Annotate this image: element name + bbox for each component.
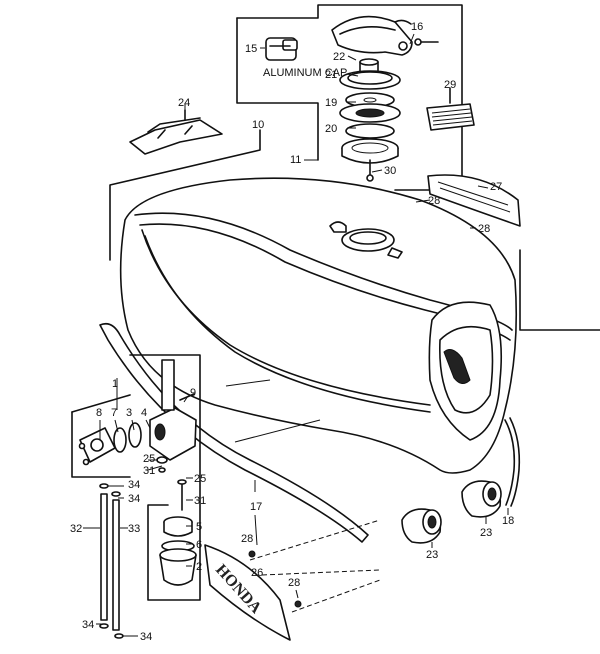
label-part-23b: 23: [480, 527, 492, 539]
label-part-33: 33: [128, 523, 140, 535]
label-part-16: 16: [411, 21, 423, 33]
label-part-19: 19: [325, 97, 337, 109]
label-part-24: 24: [178, 97, 190, 109]
label-part-22: 22: [333, 51, 345, 63]
label-part-21: 21: [325, 69, 337, 81]
label-part-2: 2: [196, 561, 202, 573]
label-part-6: 6: [196, 539, 202, 551]
label-part-28b: 28: [478, 223, 490, 235]
label-part-23a: 23: [426, 549, 438, 561]
filler-cap-assembly: [331, 15, 439, 182]
part-18-trim: [504, 417, 521, 507]
petcock-assembly: [78, 359, 197, 473]
label-part-20: 20: [325, 123, 337, 135]
label-part-28c: 28: [241, 533, 253, 545]
label-part-9: 9: [190, 387, 196, 399]
label-part-17: 17: [250, 501, 262, 513]
petcock-callout-box: [71, 354, 201, 601]
part-23-grommets: [401, 480, 502, 544]
fuel-lines: [99, 483, 124, 639]
label-part-34d: 34: [140, 631, 152, 643]
label-part-32: 32: [70, 523, 82, 535]
label-part-8: 8: [96, 407, 102, 419]
label-part-18: 18: [502, 515, 514, 527]
tank-callout-frame: [109, 129, 600, 331]
label-part-34c: 34: [82, 619, 94, 631]
part-27-emblem: [409, 174, 521, 232]
label-part-28d: 28: [288, 577, 300, 589]
label-part-29: 29: [444, 79, 456, 91]
label-part-26: 26: [251, 567, 263, 579]
label-part-28a: 28: [428, 195, 440, 207]
label-part-4: 4: [141, 407, 147, 419]
cap-caption: ALUMINUM CAP: [263, 67, 347, 79]
part-29-decal: [426, 87, 475, 131]
label-part-31a: 31: [143, 465, 155, 477]
label-part-3: 3: [126, 407, 132, 419]
part-15-cap: ALUMINUM CAP: [263, 37, 347, 79]
label-part-1: 1: [112, 378, 118, 390]
label-part-25a: 25: [143, 453, 155, 465]
label-part-15: 15: [245, 43, 257, 55]
leader-lines: [83, 33, 509, 637]
label-part-7: 7: [111, 407, 117, 419]
label-part-27: 27: [490, 181, 502, 193]
label-part-30: 30: [384, 165, 396, 177]
part-26-emblem: HONDA: [204, 519, 381, 641]
label-part-34a: 34: [128, 479, 140, 491]
strainer-assembly: [159, 479, 197, 586]
label-part-10: 10: [252, 119, 264, 131]
label-part-25b: 25: [194, 473, 206, 485]
part-24-bracket: [129, 109, 223, 155]
label-part-34b: 34: [128, 493, 140, 505]
label-part-31b: 31: [194, 495, 206, 507]
fuel-tank-body: [119, 177, 518, 474]
label-part-11: 11: [290, 154, 301, 166]
part-17-trim-strip: [99, 322, 369, 543]
part-labels: 1 2 3 4 5 6 7 8 9 10 11 15 16 17 18 19 2…: [70, 21, 514, 643]
label-part-5: 5: [196, 521, 202, 533]
